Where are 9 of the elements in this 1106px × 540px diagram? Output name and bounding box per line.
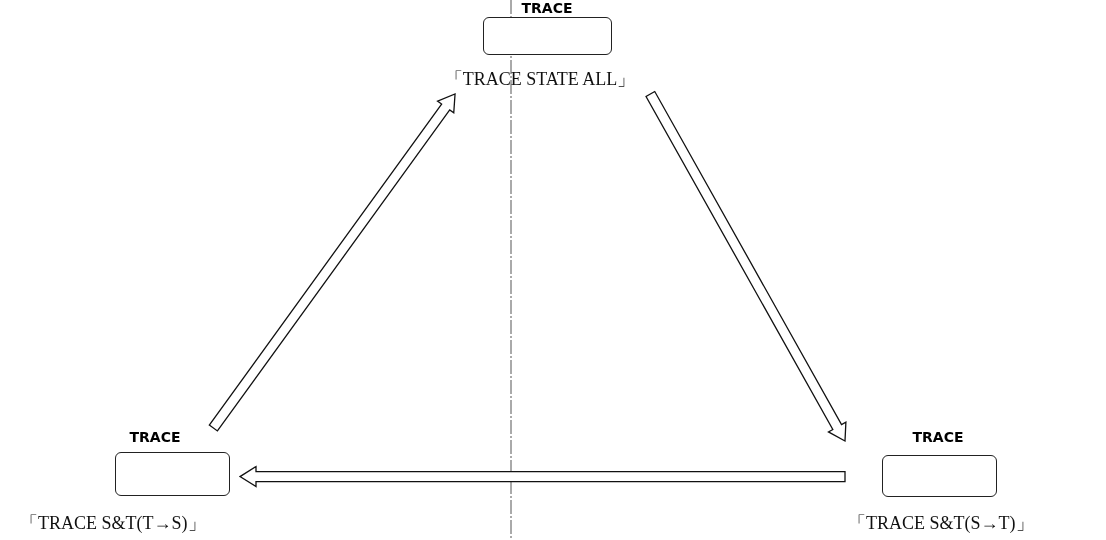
key-label: TRACE	[912, 429, 964, 445]
key-label: TRACE	[521, 0, 573, 16]
hollow-arrow	[645, 90, 847, 443]
hollow-arrow	[208, 93, 456, 432]
command-text: 「TRACE STATE ALL」	[444, 68, 636, 90]
command-text: 「TRACE S&T(T→S)」	[20, 512, 206, 534]
hollow-arrow	[238, 465, 846, 488]
key-label: TRACE	[129, 429, 181, 445]
command-text: 「TRACE S&T(S→T)」	[848, 512, 1034, 534]
